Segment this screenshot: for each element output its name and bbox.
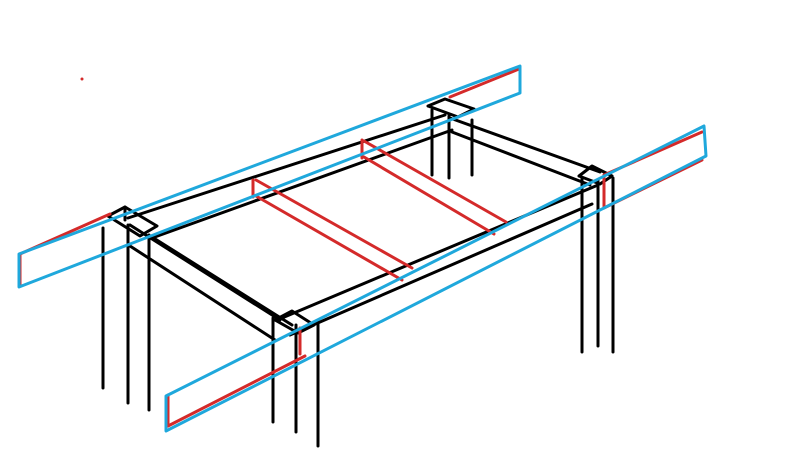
red-joists [251,138,508,282]
post-back-right [430,108,474,180]
beam-back-long [126,113,454,240]
beam-right-end [448,116,602,187]
post-front-left [271,316,320,448]
red-accent-front-left [166,354,307,428]
frame-structure [101,97,615,448]
post-cap-front-left [273,309,316,335]
blue-boards [17,64,708,433]
red-accent-back-right [448,67,521,99]
red-dot [80,77,84,81]
blue-board-front [164,124,708,433]
red-joist-left [251,178,414,282]
post-cap-back-right [426,97,476,119]
beam-left-end [128,223,294,342]
blue-board-back [17,64,522,289]
